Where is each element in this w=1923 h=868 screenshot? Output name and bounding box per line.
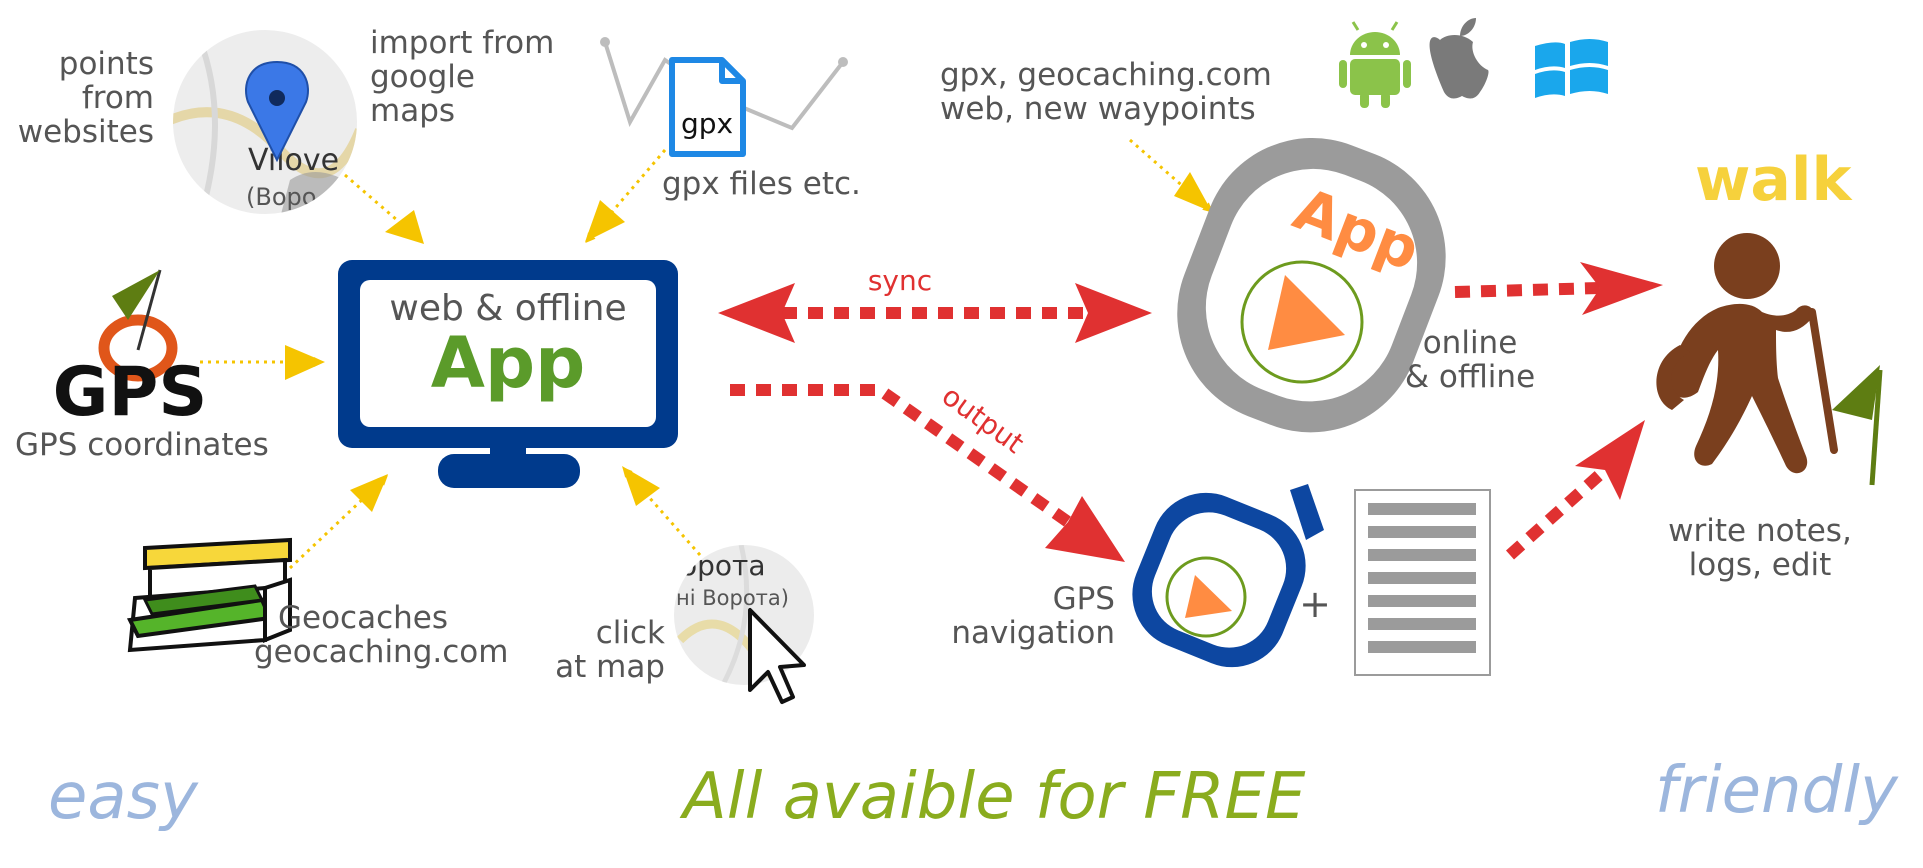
mobile-sources-line-2: web, new waypoints [940,91,1256,127]
write-notes-label: write notes, logs, edit [1655,514,1865,582]
windows-icon [1535,39,1608,98]
mobile-sources-line-1: gpx, geocaching.com [940,57,1272,93]
gps-navigation-label: GPS navigation [940,582,1115,650]
points-line-1: points [58,46,154,82]
points-from-websites-label: points from websites [8,47,154,149]
mobile-sources-label: gpx, geocaching.com web, new waypoints [940,58,1272,126]
apple-icon [1429,18,1489,99]
center-app-line1: web & offline [389,288,626,329]
cursor-icon [748,608,806,704]
gpx-file-icon: gpx [669,57,746,157]
google-map-thumbnail: Vilove (Воро [173,30,357,214]
navigation-triangle-icon [1268,275,1345,350]
click-map-thumbnail: орота ні Ворота) [674,545,814,704]
sync-label: sync [868,264,932,297]
gps-target-icon [98,269,178,382]
gps-device-icon [1132,484,1324,668]
monitor-icon [338,260,678,488]
map-snippet-text-1: орота [680,549,766,582]
flag-icon [112,270,160,320]
footer-friendly: friendly [1655,754,1898,828]
arrowhead-1 [385,210,424,244]
click-at-map-label: click at map [520,616,665,684]
gpx-files-label: gpx files etc. [662,166,861,202]
gpx-badge-text: gpx [681,107,733,140]
click-line-1: click [595,615,665,651]
walk-arrow-bottom [1505,420,1645,560]
gps-logo: GPS [53,353,208,432]
android-icon [1339,21,1411,108]
online-offline-label: online & offline [1395,326,1545,394]
arrowhead-4 [350,474,388,512]
mobile-app-device: App [1177,138,1446,433]
geocaches-line-2: geocaching.com [254,634,509,670]
sync-arrow [718,283,1152,343]
arrowhead-6 [1174,172,1212,212]
arrowhead-2 [585,200,625,242]
hiker-icon [1656,233,1838,474]
import-line-3: maps [370,93,456,129]
footer-easy: easy [48,760,198,834]
map-pin-icon [245,60,309,163]
import-line-1: import from [370,25,555,61]
google-map-text-1: Vilove [248,143,339,178]
output-label: output [936,379,1030,460]
google-map-text-2: (Воро [246,183,316,211]
geocaches-label: Geocaches geocaching.com [254,601,508,669]
click-line-2: at map [555,649,665,685]
plus-sign: + [1299,582,1331,626]
arrowhead-5 [622,466,660,506]
yellow-arrowheads [285,172,1212,512]
points-line-2: from [81,80,154,116]
geocache-box-icon [126,537,292,653]
map-snippet-text-2: ні Ворота) [676,586,789,610]
notes-line-1: write notes, [1668,513,1852,549]
gps-nav-line-1: GPS [1052,581,1115,617]
notes-line-2: logs, edit [1688,547,1832,583]
gps-coordinates-label: GPS coordinates [15,427,269,463]
compass-circle-icon [1240,260,1364,384]
geocaches-line-1: Geocaches [278,600,449,636]
center-app-title: App [431,322,585,404]
walk-arrow-top [1454,262,1663,315]
online-line-2: & offline [1404,359,1536,395]
document-icon [1354,489,1491,676]
arrowhead-3 [285,345,325,380]
online-line-1: online [1422,325,1518,361]
output-arrow [730,384,1125,562]
points-line-3: websites [17,114,154,150]
gpx-file-graphic: gpx [600,37,848,157]
footer-free: All avaible for FREE [683,760,1306,834]
goal-flag-icon [1832,365,1883,486]
import-google-maps-label: import from google maps [370,26,554,128]
walk-title: walk [1695,145,1852,215]
gps-nav-line-2: navigation [951,615,1115,651]
import-line-2: google [370,59,475,95]
